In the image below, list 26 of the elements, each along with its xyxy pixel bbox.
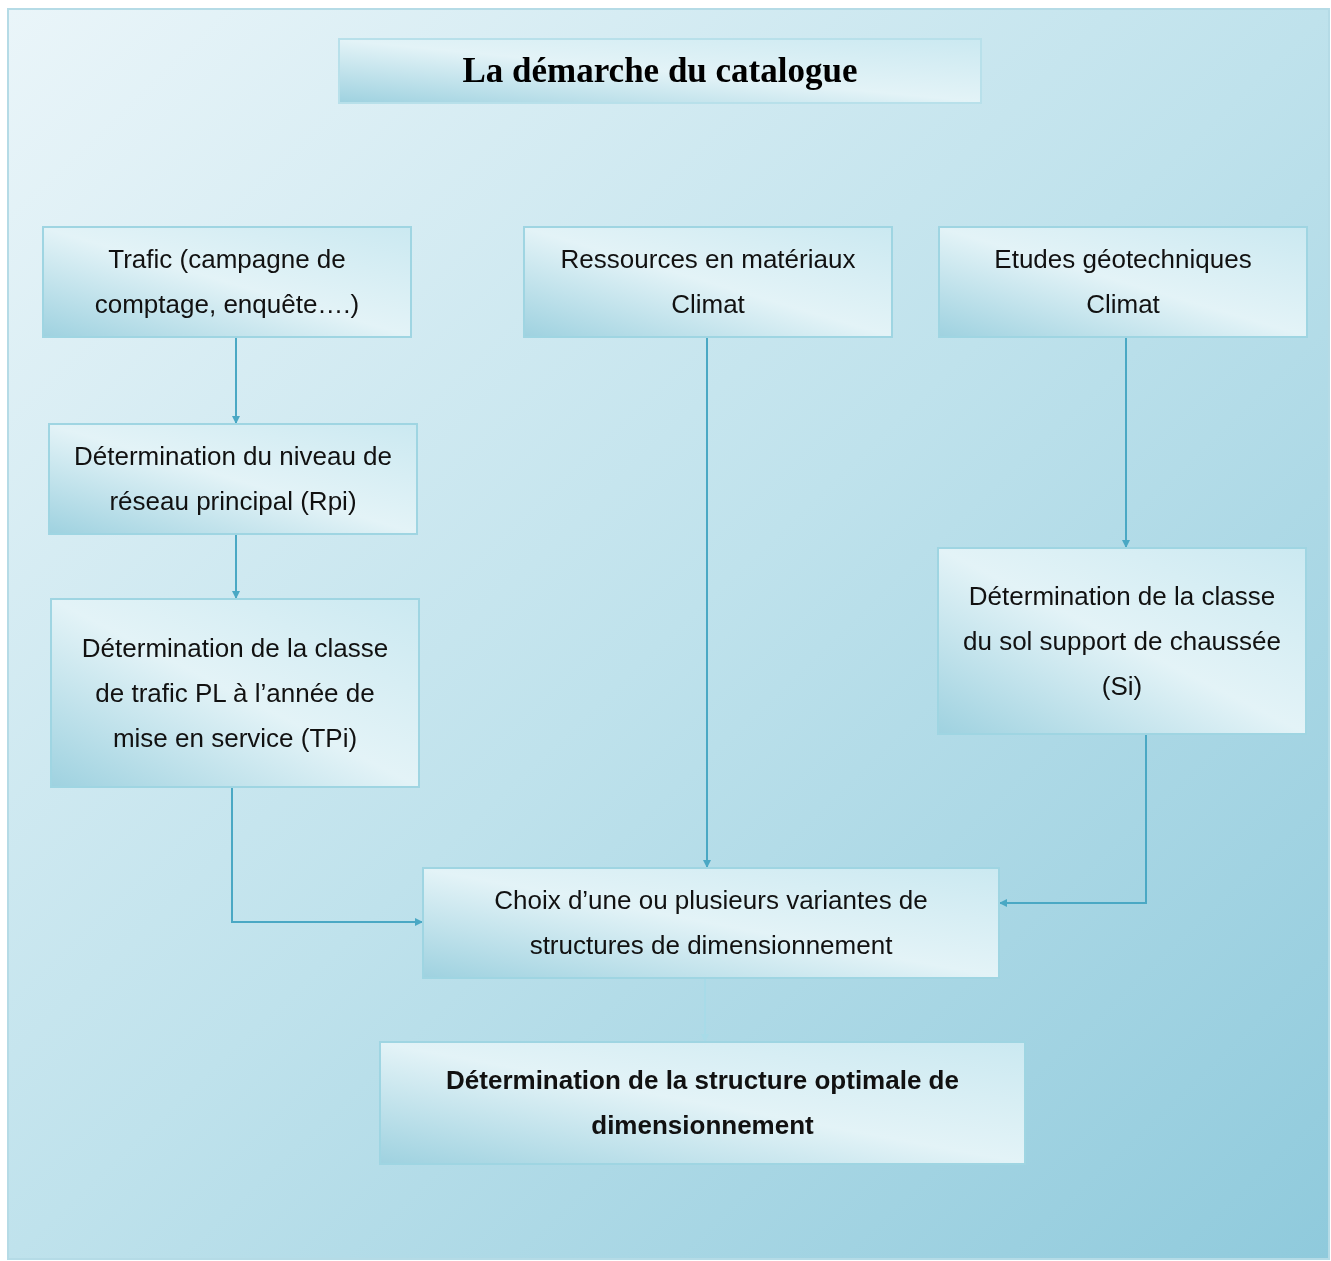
arrow	[232, 337, 240, 424]
process-box	[937, 547, 1307, 735]
process-box	[379, 1041, 1026, 1165]
box-text: Détermination de la classe du sol support de chaussée (Si)	[962, 579, 1282, 703]
arrow	[231, 787, 423, 926]
arrow	[703, 337, 711, 868]
arrow	[1122, 337, 1130, 548]
box-text: Climat	[1086, 288, 1160, 321]
box-text: Etudes géotechniques	[994, 243, 1252, 276]
process-box	[938, 226, 1308, 338]
process-box	[422, 867, 1000, 979]
arrow	[999, 734, 1147, 907]
box-text: Trafic (campagne de comptage, enquête….)	[93, 243, 361, 321]
box-text: Détermination de la structure optimale de dimensionnement	[445, 1064, 960, 1142]
process-box	[50, 598, 420, 788]
box-text: Climat	[671, 288, 745, 321]
arrow	[232, 534, 240, 599]
box-text: Détermination du niveau de réseau principal (Rpi)	[73, 440, 393, 518]
arrow	[701, 978, 709, 1042]
process-box	[523, 226, 893, 338]
box-text: Ressources en matériaux	[560, 243, 856, 276]
process-box	[48, 423, 418, 535]
title-banner: La démarche du catalogue	[338, 38, 982, 104]
box-text: Détermination de la classe de trafic PL à l’année de mise en service (TPi)	[80, 631, 390, 755]
box-text: Choix d’une ou plusieurs variantes de structures de dimensionnement	[493, 884, 929, 962]
process-box	[42, 226, 412, 338]
